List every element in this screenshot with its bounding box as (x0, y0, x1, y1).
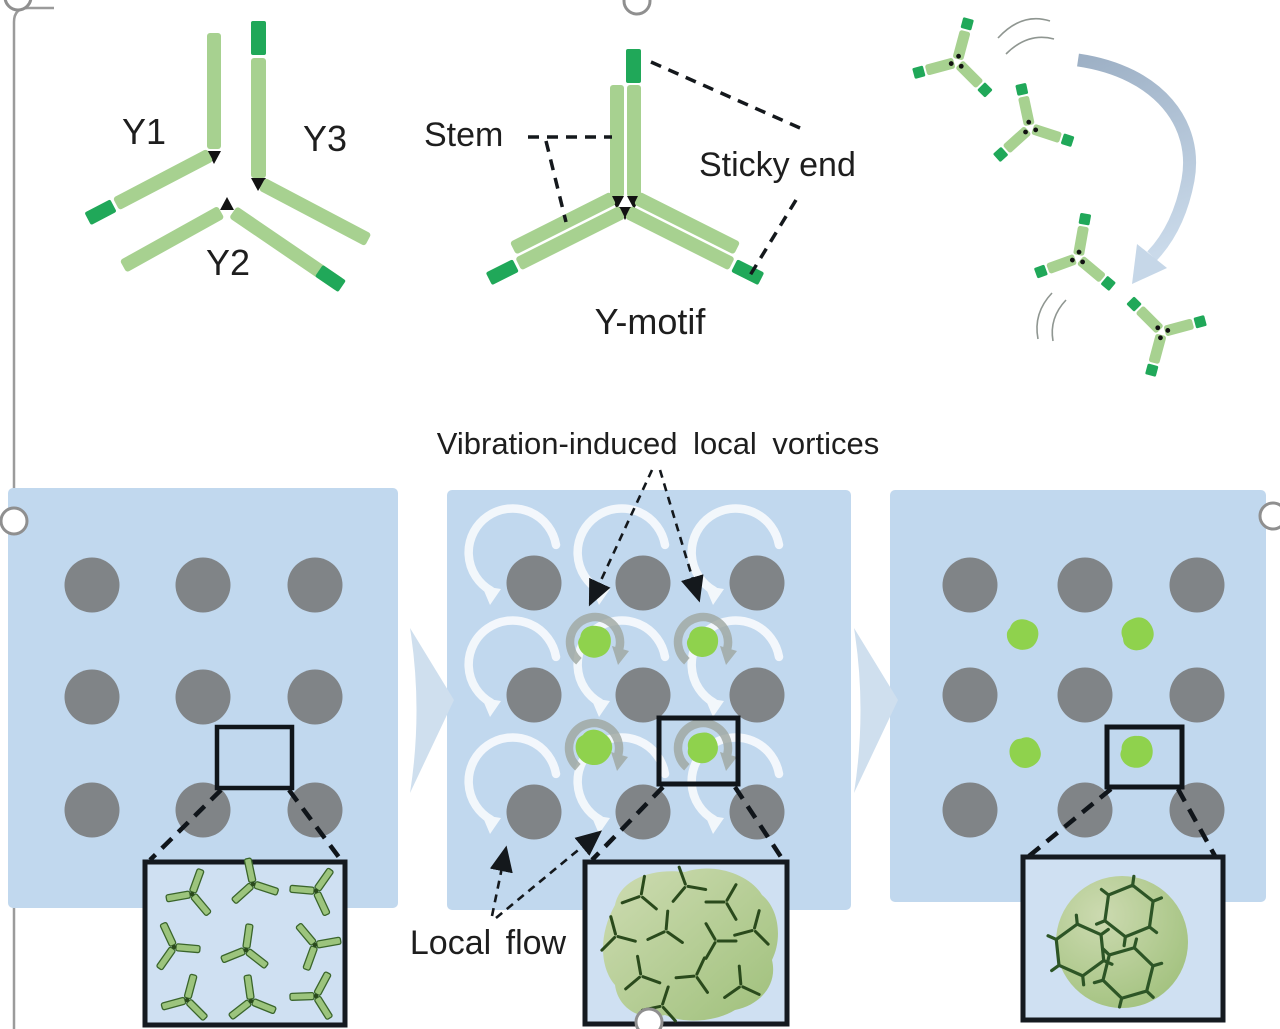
assembly-arrow (1077, 53, 1196, 284)
annotation-dashes (528, 60, 801, 278)
zoom-box-before (214, 724, 295, 791)
label-y-motif: Y-motif (594, 301, 706, 342)
inset-dispersed (140, 852, 352, 1028)
vortex-pointer-arrows (588, 469, 704, 607)
free-y-motif (979, 75, 1077, 164)
frame-handle (634, 1007, 664, 1029)
vibration-arcs-top (997, 17, 1055, 55)
label-vibration-vortices: Vibration-induced local vortices (436, 426, 880, 461)
zoom-box-after (1104, 724, 1185, 790)
zoom-box-vibration (656, 715, 741, 787)
joined-y-motif (1100, 270, 1211, 381)
label-stem: Stem (424, 116, 504, 154)
frame-handle (1258, 501, 1280, 531)
inset-network (1020, 854, 1226, 1023)
strand-y3 (251, 21, 371, 246)
y-motif-assembled (486, 49, 764, 285)
label-sticky-end: Sticky end (699, 146, 856, 184)
inset-connectors (148, 785, 1217, 862)
inset-aggregate (582, 859, 790, 1027)
free-y-motif (909, 7, 1009, 100)
label-y3: Y3 (303, 118, 348, 159)
frame-handle (0, 506, 29, 536)
joined-y-motif (1032, 206, 1127, 293)
figure-border (12, 6, 54, 1029)
label-y1: Y1 (122, 111, 167, 152)
vibration-arcs-bottom (1036, 292, 1067, 342)
strand-y2 (120, 197, 346, 292)
strand-y1 (85, 33, 221, 225)
frame-handle (622, 0, 652, 16)
label-y2: Y2 (206, 242, 251, 283)
label-local-flow: Local flow (409, 924, 567, 962)
local-flow-pointer-arrows (489, 830, 603, 920)
pillar-array-before (64, 557, 343, 838)
